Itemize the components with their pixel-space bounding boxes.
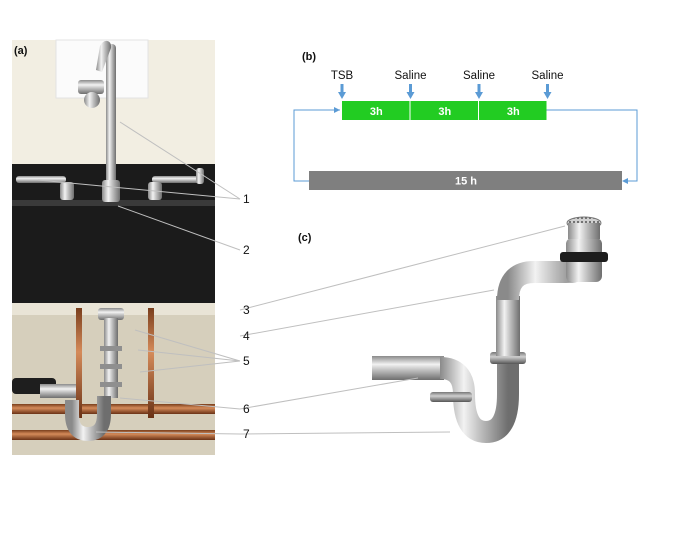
outlet-pipe bbox=[372, 356, 444, 380]
trap-bend bbox=[439, 357, 519, 444]
leader-lines bbox=[37, 121, 566, 435]
event-arrow-2 bbox=[406, 84, 415, 99]
photo-p-trap bbox=[40, 308, 124, 442]
drain-gasket bbox=[560, 252, 608, 262]
rest-bar bbox=[309, 171, 622, 190]
callout-5: 5 bbox=[243, 354, 250, 368]
event-arrow-1 bbox=[338, 84, 346, 99]
treatment-segment-3 bbox=[479, 101, 547, 120]
callout-3: 3 bbox=[243, 303, 250, 317]
treatment-segments: 3h 3h 3h bbox=[342, 101, 547, 120]
event-arrow-3 bbox=[475, 84, 483, 99]
cycle-loop-line bbox=[293, 109, 638, 182]
callout-4: 4 bbox=[243, 329, 250, 343]
event-label-2: Saline bbox=[395, 70, 427, 82]
panel-b-timeline: 3h 3h 3h 15 h TSB Saline Saline Saline bbox=[293, 70, 638, 190]
event-label-3: Saline bbox=[463, 70, 495, 82]
rest-bar-label: 15 h bbox=[455, 176, 477, 188]
loop-arrowheads bbox=[334, 107, 628, 184]
copper-pipes bbox=[12, 308, 215, 440]
panel-a-label: (a) bbox=[14, 45, 28, 57]
event-label-1: TSB bbox=[331, 70, 354, 82]
event-label-4: Saline bbox=[532, 70, 564, 82]
callout-7: 7 bbox=[243, 427, 250, 441]
callout-1: 1 bbox=[243, 192, 250, 206]
treatment-segment-label-3: 3h bbox=[507, 106, 520, 118]
treatment-segment-label-2: 3h bbox=[438, 106, 451, 118]
callout-6: 6 bbox=[243, 402, 250, 416]
treatment-segment-2 bbox=[410, 101, 478, 120]
faucet bbox=[78, 40, 120, 202]
panel-a-photo bbox=[12, 39, 215, 455]
trap-nut-left bbox=[430, 392, 472, 402]
riser-pipe bbox=[496, 296, 520, 356]
callout-2: 2 bbox=[243, 243, 250, 257]
panel-c-label: (c) bbox=[298, 232, 312, 244]
loop-arrowhead-2 bbox=[334, 107, 340, 113]
panel-c-p-trap-illustration bbox=[372, 216, 608, 444]
event-markers: TSB Saline Saline Saline bbox=[331, 70, 564, 99]
treatment-segment-1 bbox=[342, 101, 410, 120]
drain-flange bbox=[568, 223, 600, 239]
panel-b-label: (b) bbox=[302, 51, 316, 63]
treatment-segment-label-1: 3h bbox=[370, 106, 383, 118]
counter-edge bbox=[12, 200, 215, 206]
event-arrow-4 bbox=[543, 84, 552, 99]
loop-arrowhead-1 bbox=[622, 178, 628, 184]
